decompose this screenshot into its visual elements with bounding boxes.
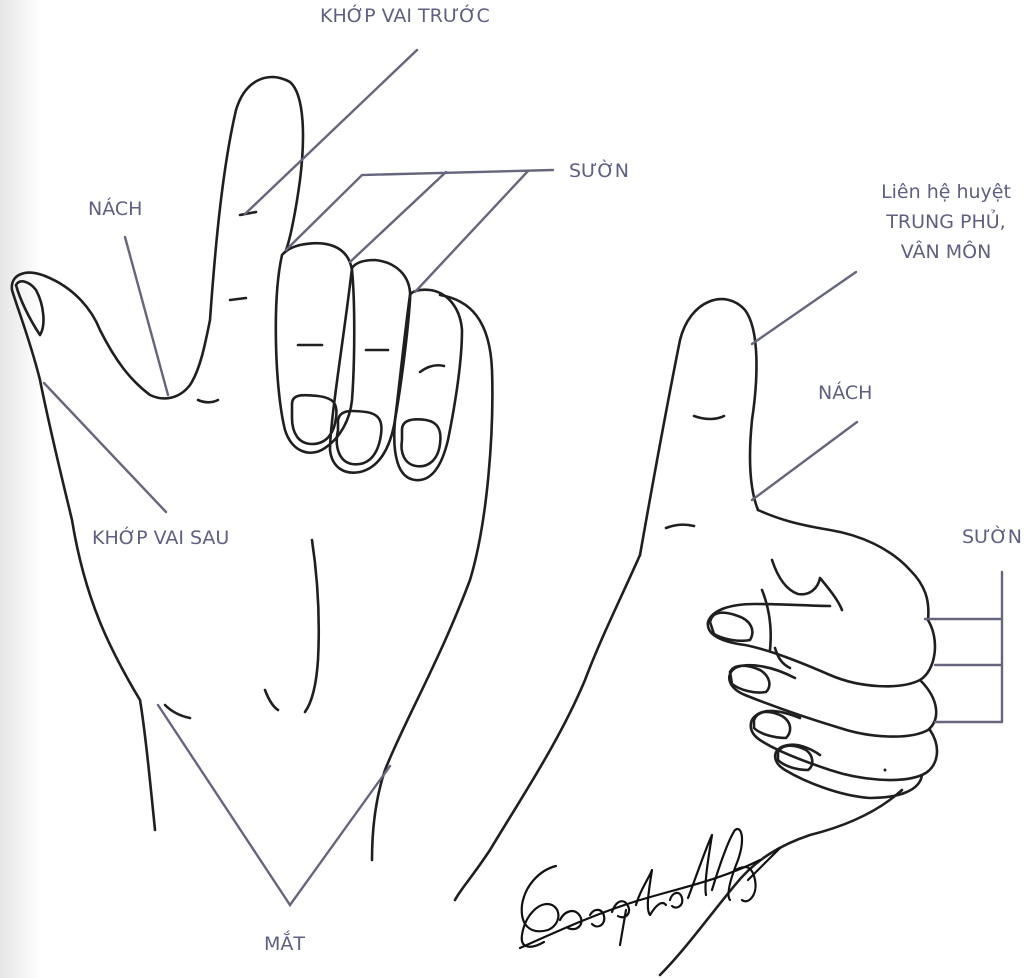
label-lien-he-line-1: Liên hệ huyệt: [856, 177, 1036, 207]
label-lien-he-line-3: VÂN MÔN: [856, 237, 1036, 267]
right-hand-dot: [884, 769, 887, 772]
label-nach-right: NÁCH: [818, 379, 872, 407]
label-lien-he-huyet: Liên hệ huyệt TRUNG PHỦ, VÂN MÔN: [856, 177, 1036, 267]
label-mat: MẮT: [264, 930, 305, 958]
label-nach-left: NÁCH: [88, 195, 142, 223]
label-lien-he-line-2: TRUNG PHỦ,: [856, 207, 1036, 237]
label-suon-right: SƯỜN: [962, 523, 1022, 551]
label-suon-left: SƯỜN: [569, 157, 629, 185]
label-khop-vai-truoc: KHỚP VAI TRƯỚC: [320, 2, 490, 30]
label-khop-vai-sau: KHỚP VAI SAU: [92, 524, 229, 552]
